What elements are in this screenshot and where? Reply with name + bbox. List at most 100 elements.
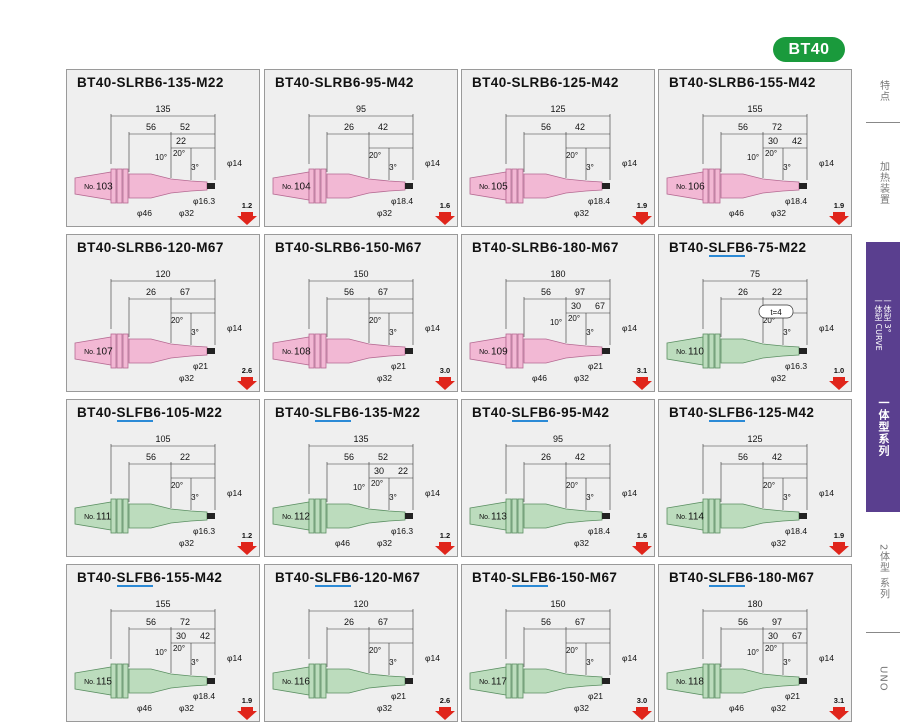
tool-no: 112 xyxy=(294,512,310,523)
dim-seg1: 26 xyxy=(344,122,354,132)
flange-ring xyxy=(122,168,129,204)
title-highlight: SLFB xyxy=(314,570,352,587)
down-arrow-icon xyxy=(435,707,455,720)
dim-seg4: 67 xyxy=(792,631,802,641)
diameter-label: φ21 xyxy=(588,691,603,701)
dim-seg1: 56 xyxy=(541,122,551,132)
tool-holder-body xyxy=(74,333,215,369)
tool-holder-body xyxy=(469,498,610,534)
tool-no-prefix: No. xyxy=(84,679,95,686)
dim-seg2: 52 xyxy=(180,122,190,132)
side-tab-0[interactable]: 特点 xyxy=(866,60,900,122)
flange-ring xyxy=(308,333,315,369)
dim-seg2: 72 xyxy=(772,122,782,132)
flange-ring xyxy=(714,663,721,699)
flange-ring xyxy=(116,333,123,369)
title-prefix: BT40- xyxy=(669,570,709,585)
angle-label: 20° xyxy=(371,479,383,488)
tool-no-prefix: No. xyxy=(676,514,687,521)
angle-label: 3° xyxy=(586,658,594,667)
diameter-label: φ16.3 xyxy=(785,361,807,371)
tool-no-prefix: No. xyxy=(282,349,293,356)
flange-ring xyxy=(702,498,709,534)
tool-holder-body xyxy=(469,333,610,369)
angle-label: 20° xyxy=(369,316,381,325)
down-arrow-icon xyxy=(632,377,652,390)
dim-seg1: 56 xyxy=(344,452,354,462)
diameter-label: φ32 xyxy=(179,538,194,548)
title-prefix: BT40- xyxy=(472,405,512,420)
tool-no: 103 xyxy=(96,182,113,193)
title-highlight: SLFB xyxy=(116,570,154,587)
dim-seg4: 67 xyxy=(595,301,605,311)
diameter-label: φ32 xyxy=(771,703,786,713)
title-suffix: 6-155-M42 xyxy=(153,570,223,585)
flange-ring xyxy=(505,663,512,699)
diameter-label: φ14 xyxy=(819,323,834,333)
diameter-label: φ46 xyxy=(729,208,744,218)
tool-no: 104 xyxy=(294,182,311,193)
callout-bubble xyxy=(758,304,794,319)
title-highlight: SLFB xyxy=(314,405,352,422)
ratio-label: 1.9 xyxy=(637,201,647,210)
dim-total: 125 xyxy=(747,434,762,444)
dim-total: 95 xyxy=(553,434,563,444)
diameter-label: φ18.4 xyxy=(785,526,807,536)
side-tab-1[interactable]: 加热装置 xyxy=(866,122,900,244)
dim-seg2: 72 xyxy=(180,617,190,627)
tool-no: 107 xyxy=(96,347,113,358)
tool-holder-body xyxy=(272,498,413,534)
angle-label: 3° xyxy=(191,163,199,172)
side-tab-3[interactable]: 2体型 系列 xyxy=(866,512,900,632)
flange-ring xyxy=(505,168,512,204)
tool-holder-body xyxy=(666,168,807,204)
dimension-lines xyxy=(110,444,216,510)
angle-label: 3° xyxy=(586,493,594,502)
ratio-label: 1.6 xyxy=(637,531,647,540)
tool-no: 117 xyxy=(491,677,507,688)
ratio-label: 1.2 xyxy=(242,531,252,540)
title-suffix: 6-125-M42 xyxy=(745,405,815,420)
ratio-label: 1.0 xyxy=(834,366,844,375)
card-title: BT40-SLFB6-75-M22 xyxy=(669,240,806,257)
dim-seg2: 67 xyxy=(180,287,190,297)
tool-no-prefix: No. xyxy=(676,679,687,686)
title-prefix: BT40-SLRB6-155-M42 xyxy=(669,75,816,90)
flange-ring xyxy=(511,333,518,369)
dim-total: 155 xyxy=(155,599,170,609)
down-arrow-icon xyxy=(632,707,652,720)
tab-divider xyxy=(866,122,900,123)
flange-ring xyxy=(517,498,524,534)
ratio-label: 1.2 xyxy=(440,531,450,540)
side-tab-4[interactable]: UNO xyxy=(866,632,900,726)
flange-ring xyxy=(320,498,327,534)
flange-ring xyxy=(320,168,327,204)
angle-label: 20° xyxy=(173,149,185,158)
card-title: BT40-SLRB6-135-M22 xyxy=(77,75,224,90)
down-arrow-icon xyxy=(829,542,849,555)
shank-tip xyxy=(799,348,807,354)
title-suffix: 6-105-M22 xyxy=(153,405,223,420)
callout-text: t=4 xyxy=(770,308,782,317)
title-prefix: BT40- xyxy=(472,570,512,585)
